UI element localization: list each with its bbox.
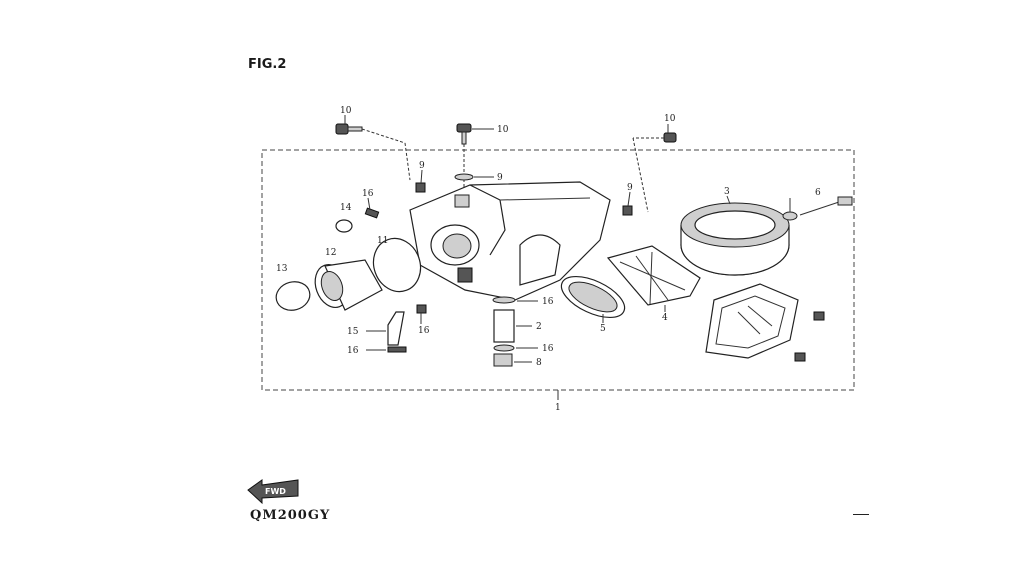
clamp-16-lower	[387, 346, 407, 353]
washer-9-center	[454, 173, 474, 181]
callout-16-lower: 16	[347, 346, 359, 356]
screen-5	[560, 275, 626, 319]
grommet-9-right	[622, 205, 633, 216]
model-code: QM200GY	[250, 508, 331, 523]
grommet-9-left	[415, 182, 426, 193]
callout-6: 6	[815, 188, 821, 198]
callout-3: 3	[724, 187, 730, 197]
callout-15: 15	[347, 327, 359, 337]
forward-arrow-icon: FWD	[247, 479, 299, 505]
callout-14: 14	[340, 203, 352, 213]
drain-plug-tube-2	[493, 309, 515, 343]
clamp-16-bottom-center	[493, 344, 515, 352]
intake-duct-12	[314, 259, 383, 311]
callout-9-center: 9	[497, 173, 503, 183]
callout-8: 8	[536, 358, 542, 368]
callout-16-center-bottom: 16	[542, 344, 554, 354]
callout-10-left: 10	[340, 106, 352, 116]
callout-1: 1	[555, 403, 561, 413]
clamp-16-upper	[364, 207, 380, 219]
callout-13: 13	[276, 264, 288, 274]
figure-title: FIG.2	[248, 57, 287, 72]
clamp-16-mid	[416, 304, 427, 314]
bolt-10-left	[335, 123, 411, 181]
bolt-10-center	[456, 123, 472, 190]
cover-screw-upper	[813, 311, 825, 321]
filter-frame-4	[606, 245, 701, 306]
callout-10-right: 10	[664, 114, 676, 124]
callout-16-upper: 16	[362, 189, 374, 199]
callout-16-center-top: 16	[542, 297, 554, 307]
callout-4: 4	[662, 313, 668, 323]
callout-9-left: 9	[419, 161, 425, 171]
cap-14	[335, 219, 353, 233]
trailing-dash	[853, 514, 869, 515]
cover-screw-lower	[794, 352, 806, 362]
callout-5: 5	[600, 324, 606, 334]
callout-2: 2	[536, 322, 542, 332]
clamp-16-top-center	[492, 296, 516, 304]
bolt-6	[799, 196, 853, 216]
callout-12: 12	[325, 248, 336, 258]
bolt-10-right	[632, 124, 677, 213]
callout-11: 11	[377, 236, 388, 246]
callout-16-mid: 16	[418, 326, 430, 336]
filter-element-3	[680, 202, 790, 276]
washer-near-bolt-6	[782, 211, 798, 221]
fwd-label: FWD	[265, 487, 286, 496]
drain-cap-8	[493, 353, 513, 367]
hose-clamp-13	[275, 281, 311, 311]
callout-9-right: 9	[627, 183, 633, 193]
drain-tube-15	[387, 311, 405, 346]
seal-ring-11	[372, 237, 422, 293]
callout-10-center: 10	[497, 125, 509, 135]
air-box-cover	[705, 283, 799, 359]
air-box-housing	[409, 181, 611, 301]
